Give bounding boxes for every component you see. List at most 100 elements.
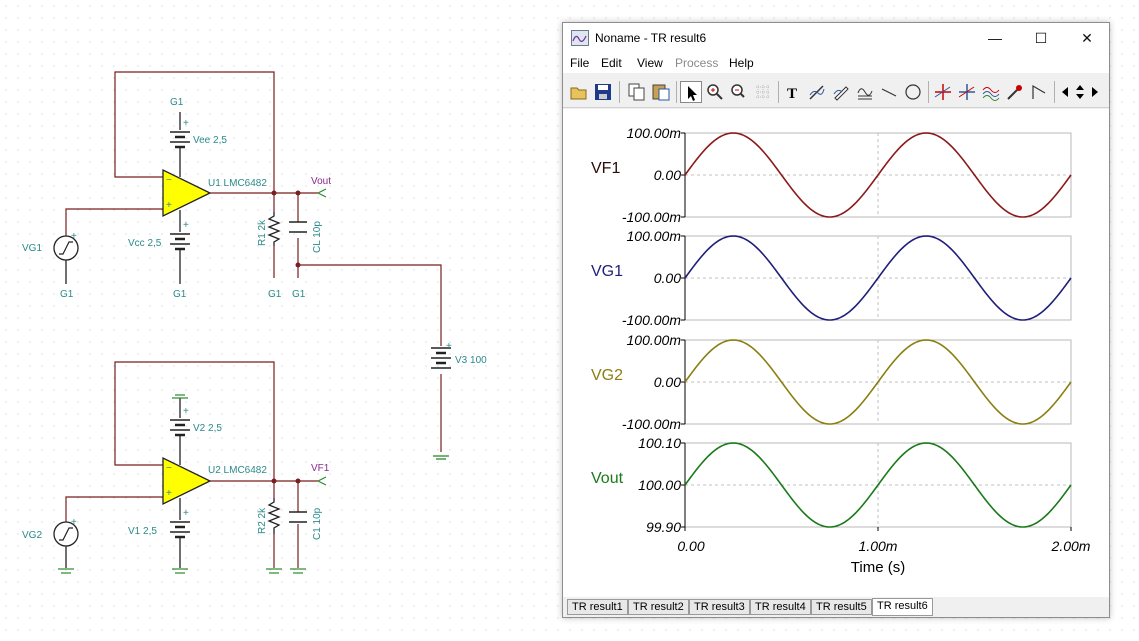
circle-icon[interactable]	[902, 81, 924, 103]
c1-label: C1 10p	[312, 507, 323, 540]
ground-icons	[58, 568, 306, 574]
u2-label: U2 LMC6482	[208, 465, 267, 476]
v3-plus: +	[446, 341, 452, 352]
probe-icon[interactable]	[1004, 81, 1026, 103]
title-bar[interactable]: Noname - TR result6 — ☐ ✕	[563, 23, 1109, 53]
save-icon[interactable]	[592, 81, 614, 103]
cursor-a-icon[interactable]	[932, 81, 954, 103]
signal-source-vg1-icon[interactable]	[53, 235, 79, 261]
y-tick-label: 99.90	[646, 519, 681, 535]
menu-bar: File Edit View Process Help	[563, 53, 1109, 73]
series-label-vf1: VF1	[591, 160, 620, 177]
battery-v3-icon[interactable]	[431, 347, 451, 369]
minimize-button[interactable]: —	[988, 30, 1002, 46]
y-tick-label: -100.00m	[622, 209, 681, 225]
vout-terminal-icon	[317, 188, 327, 198]
v2-plus: +	[183, 406, 189, 417]
cursor-b-icon[interactable]	[956, 81, 978, 103]
capacitor-cl-icon[interactable]	[289, 221, 307, 233]
maximize-button[interactable]: ☐	[1034, 29, 1048, 46]
vee-label: Vee 2,5	[193, 135, 227, 146]
y-tick-label: -100.00m	[622, 416, 681, 432]
series-label-vout: Vout	[591, 470, 624, 487]
x-tick-label: 2.00m	[1051, 538, 1091, 554]
g1-cl-label: G1	[292, 289, 306, 300]
flag-icon[interactable]	[1028, 81, 1050, 103]
tab-tr-result6[interactable]: TR result6	[872, 598, 933, 616]
capacitor-c1-icon[interactable]	[289, 511, 307, 523]
scroll-left-icon[interactable]	[1058, 81, 1072, 103]
r1-label: R1 2k	[257, 219, 268, 246]
vcc-label: Vcc 2,5	[128, 238, 162, 249]
tab-tr-result1[interactable]: TR result1	[567, 599, 628, 615]
paste-icon[interactable]	[650, 81, 672, 103]
line-icon[interactable]	[878, 81, 900, 103]
series-line-vout	[684, 442, 1072, 528]
tr-result-window[interactable]: Noname - TR result6 — ☐ ✕ File Edit View…	[562, 22, 1110, 618]
graph-tool-icon[interactable]	[854, 81, 876, 103]
open-folder-icon[interactable]	[568, 81, 590, 103]
u2-minus: −	[166, 463, 172, 474]
x-axis-label: Time (s)	[851, 559, 905, 576]
signal-source-vg2-icon[interactable]	[53, 521, 79, 547]
battery-v1-icon[interactable]	[170, 521, 190, 539]
pointer-icon[interactable]	[680, 81, 702, 103]
y-tick-label: 100.00	[638, 477, 681, 493]
line-tool-icon[interactable]	[806, 81, 828, 103]
tab-tr-result4[interactable]: TR result4	[750, 599, 811, 615]
pen-tool-icon[interactable]	[830, 81, 852, 103]
junction-dot	[295, 262, 301, 268]
v3-label: V3 100	[455, 355, 487, 366]
menu-help[interactable]: Help	[729, 56, 754, 70]
app-icon	[571, 30, 589, 46]
waveform-chart[interactable]: 100.00m0.00-100.00mVF1100.00m0.00-100.00…	[563, 109, 1109, 597]
toolbar-separator	[778, 81, 779, 103]
vg1-label: VG1	[22, 243, 42, 254]
menu-edit[interactable]: Edit	[601, 56, 622, 70]
close-button[interactable]: ✕	[1081, 29, 1093, 46]
vee-plus: +	[183, 118, 189, 129]
opamp-u1[interactable]	[162, 168, 212, 218]
tab-tr-result2[interactable]: TR result2	[628, 599, 689, 615]
vf1-terminal-icon	[317, 476, 327, 486]
resistor-r1-icon[interactable]	[267, 212, 281, 246]
menu-process[interactable]: Process	[675, 56, 719, 70]
resistor-r2-icon[interactable]	[267, 498, 281, 534]
scroll-right-icon[interactable]	[1088, 81, 1102, 103]
vg2-label: VG2	[22, 530, 42, 541]
toolbar: T	[563, 75, 1109, 108]
battery-v2-icon[interactable]	[170, 419, 190, 437]
junction-dot	[271, 478, 277, 484]
tab-tr-result3[interactable]: TR result3	[689, 599, 750, 615]
toolbar-separator	[928, 81, 929, 103]
u2-plus: +	[166, 488, 172, 499]
copy-icon[interactable]	[626, 81, 648, 103]
schematic-canvas[interactable]: − + U1 LMC6482 + G1 Vee 2,5 + Vcc 2,5 G1…	[0, 0, 560, 641]
battery-vcc-icon[interactable]	[170, 233, 190, 251]
opamp-u2[interactable]	[162, 456, 212, 506]
menu-view[interactable]: View	[637, 56, 663, 70]
v2-label: V2 2,5	[193, 423, 222, 434]
waves-icon[interactable]	[980, 81, 1002, 103]
text-tool-icon[interactable]: T	[782, 81, 804, 103]
y-tick-label: 100.00m	[627, 228, 682, 244]
result-tabs: TR result1 TR result2 TR result3 TR resu…	[563, 598, 1109, 617]
g1-top-label: G1	[170, 97, 184, 108]
junction-dot	[295, 190, 301, 196]
zoom-100-icon[interactable]	[728, 81, 750, 103]
menu-file[interactable]: File	[570, 56, 590, 70]
scroll-updown-icon[interactable]	[1072, 81, 1088, 103]
ground-v3-icon	[433, 455, 449, 460]
tab-tr-result5[interactable]: TR result5	[811, 599, 872, 615]
y-tick-label: 100.10	[638, 435, 681, 451]
vout-label: Vout	[311, 176, 331, 187]
u1-minus: −	[166, 175, 172, 186]
grid-icon[interactable]	[752, 81, 774, 103]
battery-vee-icon[interactable]	[170, 131, 190, 149]
junction-dot	[271, 190, 277, 196]
toolbar-separator	[619, 81, 620, 103]
zoom-in-icon[interactable]	[704, 81, 726, 103]
cl-label: CL 10p	[312, 221, 323, 253]
toolbar-separator	[676, 81, 677, 103]
